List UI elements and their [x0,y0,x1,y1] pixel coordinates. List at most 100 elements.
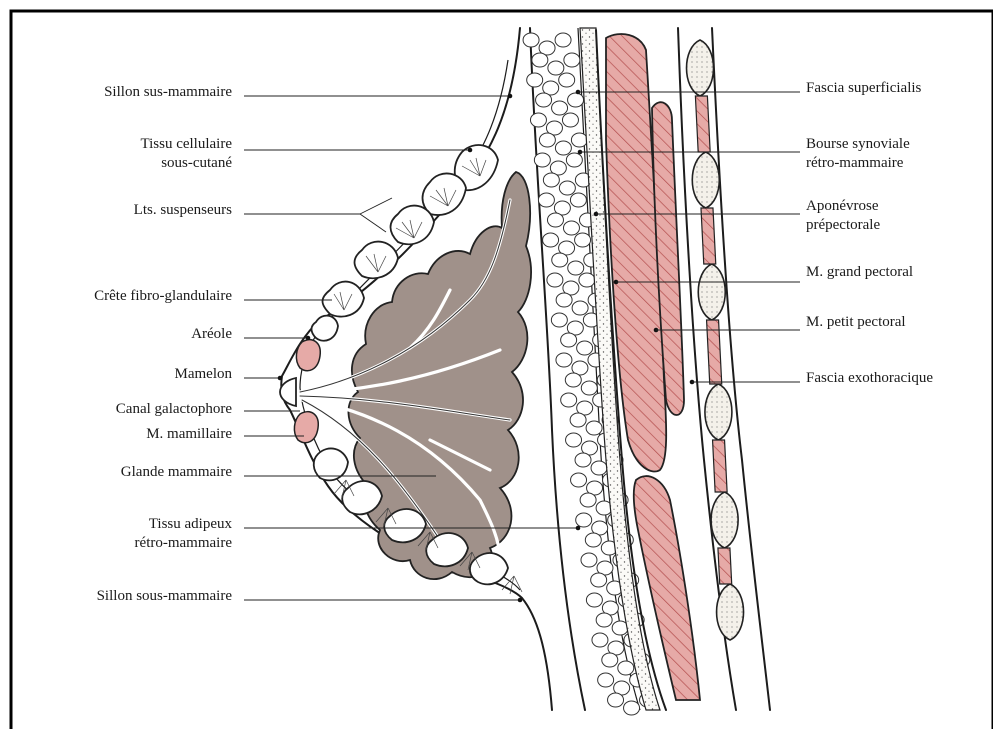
fat-cell [602,653,618,667]
nipple [280,378,296,406]
fat-cell [523,33,539,47]
fat-cell [624,701,640,715]
leader-dot [518,598,523,603]
canal-label-line: Canal galactophore [116,401,233,417]
areole-label-line: Aréole [191,326,232,342]
crete-label: Crête fibro-glandulaire [94,288,232,304]
fat-cell [598,673,614,687]
glande-label-line: Glande mammaire [121,464,233,480]
fat-cell [576,513,592,527]
fat-cell [591,461,607,475]
leader-dot [468,148,473,153]
intercostal-muscle [718,548,732,584]
sillon-sous-label: Sillon sous-mammaire [97,588,233,604]
suspensory-leader-branch [360,214,386,232]
fat-cell [596,613,612,627]
tissu-adip-label-line: Tissu adipeux [149,516,233,532]
fat-cell [543,173,559,187]
fat-cell [608,693,624,707]
fat-cell [591,573,607,587]
fat-cell [563,221,579,235]
sillon-sus-label: Sillon sus-mammaire [104,84,232,100]
fat-cell [552,253,568,267]
fat-cell [547,213,563,227]
fat-cell [572,301,588,315]
fat-cell [579,273,595,287]
aponevrose-label-line: Aponévrose [806,198,879,214]
ribs [687,40,744,640]
m-mamillaire-label: M. mamillaire [146,426,232,442]
fat-cell [543,233,559,247]
fat-cell [538,193,554,207]
fat-cell [565,373,581,387]
rib-cross-section [711,492,738,548]
fat-cell [559,73,575,87]
suspensory-leader-branch [360,198,392,214]
aponevrose-label-line: prépectorale [806,217,880,233]
fat-cell [534,153,550,167]
m-mamillaire-label-line: M. mamillaire [146,426,232,442]
intercostal-muscle [701,208,716,264]
mamillary-muscle [294,412,318,443]
fat-cell [530,113,546,127]
fat-cell [552,101,568,115]
fat-cell [527,73,543,87]
fat-cell [571,133,587,147]
tissu-adip-label-line: rétro-mammaire [135,535,233,551]
rib-cross-section [698,264,725,320]
fat-cell [547,273,563,287]
fat-cell [562,113,578,127]
intercostal-muscle [713,440,728,492]
fat-cell [586,593,602,607]
tissu-cell-label: Tissu cellulairesous-cutané [140,136,232,171]
leader-dot [306,336,311,341]
fat-cell [581,381,597,395]
fat-cell [575,453,591,467]
canal-label: Canal galactophore [116,401,233,417]
bourse-label-line: rétro-mammaire [806,155,904,171]
mamelon-label: Mamelon [175,366,233,382]
fat-cell [555,33,571,47]
fat-cell [551,313,567,327]
fat-cell [570,193,586,207]
leader-dot [278,376,283,381]
aponevrose-label: Aponévrose prépectorale [806,198,880,233]
fat-cell [568,261,584,275]
fat-cell [566,153,582,167]
mamelon-label-line: Mamelon [175,366,233,382]
rib-cross-section [687,40,714,96]
fat-cell [585,533,601,547]
intercostal-muscle [695,96,710,152]
bourse-label-line: Bourse synoviale [806,136,910,152]
fat-cell [568,93,584,107]
fat-cell [575,233,591,247]
fat-cell [561,393,577,407]
rib-cross-section [705,384,732,440]
fat-cell [592,633,608,647]
fat-cell [561,333,577,347]
leader-dot [576,526,581,531]
lts-susp-label-line: Lts. suspenseurs [134,202,232,218]
fat-cell [536,93,552,107]
grand-pect-label: M. grand pectoral [806,264,913,280]
fat-cell [586,421,602,435]
fat-cell [556,353,572,367]
fascia-exo-label: Fascia exothoracique [806,370,933,386]
crete-label-line: Crête fibro-glandulaire [94,288,232,304]
fascia-sup-label: Fascia superficialis [806,80,922,96]
tissu-cell-label-line: Tissu cellulaire [140,136,232,152]
glande-label: Glande mammaire [121,464,233,480]
areole-label: Aréole [191,326,232,342]
petit-pect-label-line: M. petit pectoral [806,314,906,330]
lts-susp-label: Lts. suspenseurs [134,202,232,218]
fat-cell [556,293,572,307]
fat-cell [577,341,593,355]
fat-cell [571,473,587,487]
fat-cell [570,413,586,427]
petit-pect-label: M. petit pectoral [806,314,906,330]
fat-cell [581,553,597,567]
sillon-sous-label-line: Sillon sous-mammaire [97,588,233,604]
fat-cell [618,661,634,675]
areola [296,340,320,371]
